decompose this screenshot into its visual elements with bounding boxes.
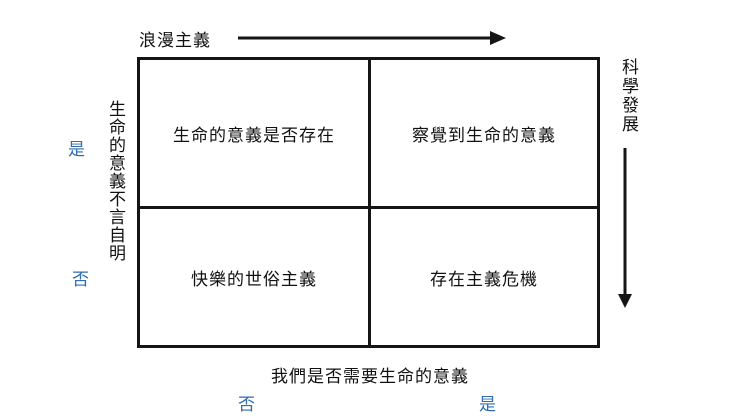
matrix-horizontal-divider bbox=[137, 206, 600, 209]
quadrant-top-right: 察覺到生命的意義 bbox=[412, 125, 556, 146]
quadrant-bottom-left: 快樂的世俗主義 bbox=[191, 269, 317, 290]
left-axis-label: 生命的意義不言自明 bbox=[105, 100, 125, 262]
bottom-axis-label: 我們是否需要生命的意義 bbox=[271, 367, 469, 387]
bottom-axis-marker-yes: 是 bbox=[479, 395, 497, 415]
arrow-right-icon bbox=[238, 31, 506, 45]
quadrant-bottom-right: 存在主義危機 bbox=[430, 269, 538, 290]
arrow-down-icon bbox=[618, 148, 632, 308]
quadrant-top-left: 生命的意義是否存在 bbox=[173, 125, 335, 146]
left-axis-marker-no: 否 bbox=[72, 270, 90, 290]
right-axis-label: 科學發展 bbox=[618, 58, 638, 134]
top-axis-label: 浪漫主義 bbox=[139, 31, 211, 51]
matrix-vertical-divider bbox=[368, 57, 371, 348]
left-axis-marker-yes: 是 bbox=[68, 140, 86, 160]
bottom-axis-marker-no: 否 bbox=[238, 395, 256, 415]
